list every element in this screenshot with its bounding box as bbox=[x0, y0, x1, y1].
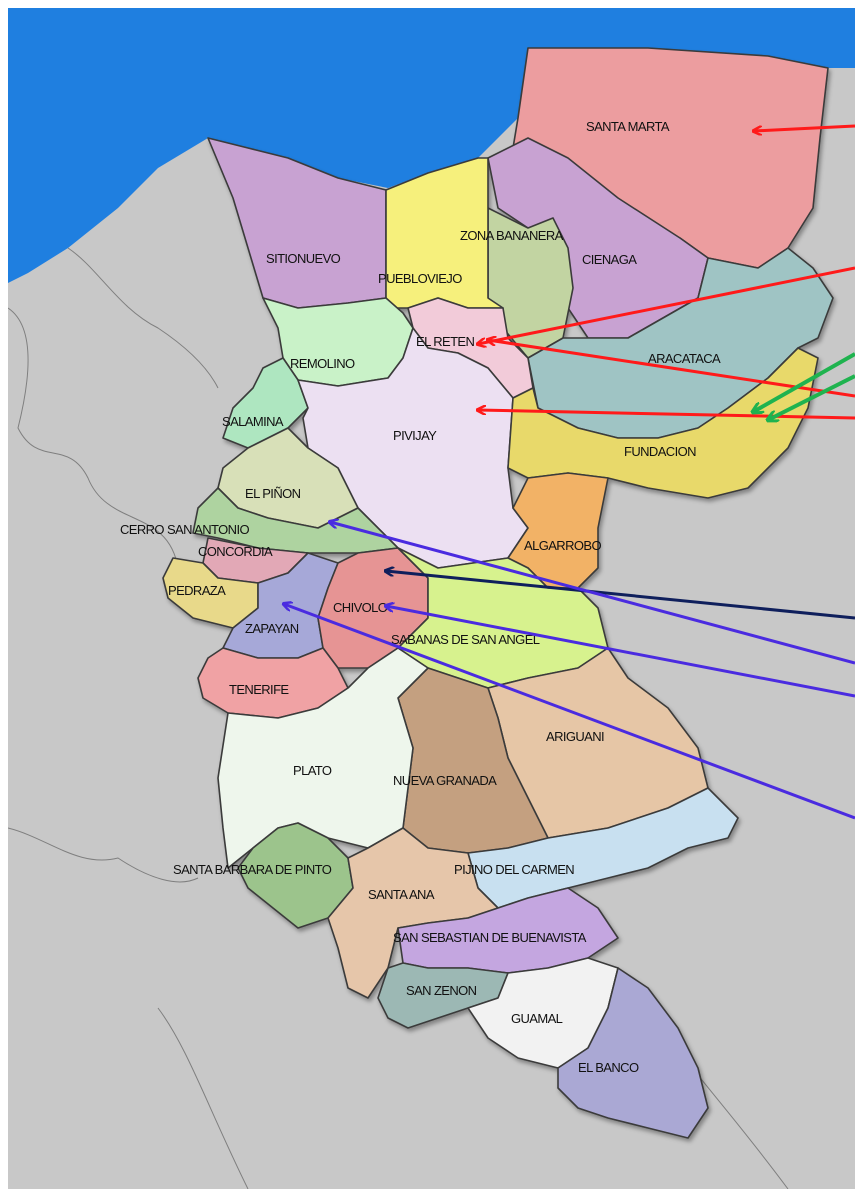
label-santa-barbara-de-pinto: SANTA BARBARA DE PINTO bbox=[173, 862, 332, 877]
arrow-red-santa-marta bbox=[754, 124, 855, 131]
region-plato[interactable] bbox=[217, 647, 429, 869]
magdalena-map: SANTA MARTA ZONA BANANERA CIENAGA SITION… bbox=[8, 8, 855, 1189]
label-san-sebastian: SAN SEBASTIAN DE BUENAVISTA bbox=[393, 930, 587, 945]
label-pijino-del-carmen: PIJINO DEL CARMEN bbox=[454, 862, 574, 877]
arrow-blue-zapayan bbox=[284, 604, 855, 820]
label-sabanas-de-san-angel: SABANAS DE SAN ANGEL bbox=[391, 632, 540, 647]
sea bbox=[8, 8, 855, 283]
arrow-red-pivijay bbox=[478, 410, 855, 420]
label-ariguani: ARIGUANI bbox=[546, 729, 604, 744]
label-sitionuevo: SITIONUEVO bbox=[266, 251, 341, 266]
label-el-reten: EL RETEN bbox=[416, 334, 475, 349]
arrow-blue-chivolo bbox=[386, 606, 855, 698]
label-concordia: CONCORDIA bbox=[198, 544, 273, 559]
label-salamina: SALAMINA bbox=[222, 414, 284, 429]
label-santa-marta: SANTA MARTA bbox=[586, 119, 670, 134]
label-puebloviejo: PUEBLOVIEJO bbox=[378, 271, 462, 286]
label-zapayan: ZAPAYAN bbox=[245, 621, 299, 636]
arrow-red-el-reten-upper bbox=[478, 266, 855, 344]
label-nueva-granada: NUEVA GRANADA bbox=[393, 773, 497, 788]
label-zona-bananera: ZONA BANANERA bbox=[460, 228, 564, 243]
label-chivolo: CHIVOLO bbox=[333, 600, 388, 615]
arrow-blue-cerro-san-antonio bbox=[330, 522, 855, 665]
label-el-banco: EL BANCO bbox=[578, 1060, 639, 1075]
region-el-banco[interactable] bbox=[557, 967, 709, 1139]
river-line bbox=[8, 307, 179, 569]
label-plato: PLATO bbox=[293, 763, 332, 778]
river-line bbox=[157, 1007, 249, 1189]
label-aracataca: ARACATACA bbox=[648, 351, 721, 366]
label-pedraza: PEDRAZA bbox=[168, 583, 226, 598]
label-algarrobo: ALGARROBO bbox=[524, 538, 601, 553]
river-line bbox=[8, 827, 199, 883]
label-cienaga: CIENAGA bbox=[582, 252, 637, 267]
label-guamal: GUAMAL bbox=[511, 1011, 563, 1026]
label-pivijay: PIVIJAY bbox=[393, 428, 437, 443]
label-san-zenon: SAN ZENON bbox=[406, 983, 477, 998]
label-remolino: REMOLINO bbox=[290, 356, 355, 371]
river-line bbox=[67, 247, 219, 389]
label-el-pinon: EL PIÑON bbox=[245, 486, 301, 501]
label-tenerife: TENERIFE bbox=[229, 682, 289, 697]
arrow-green-fundacion-2 bbox=[768, 374, 855, 420]
map-frame: SANTA MARTA ZONA BANANERA CIENAGA SITION… bbox=[8, 8, 855, 1189]
arrow-green-fundacion-1 bbox=[753, 352, 855, 412]
label-cerro-san-antonio: CERRO SAN ANTONIO bbox=[120, 522, 249, 537]
arrow-navy-concordia bbox=[386, 571, 855, 620]
label-fundacion: FUNDACION bbox=[624, 444, 696, 459]
label-santa-ana: SANTA ANA bbox=[368, 887, 435, 902]
